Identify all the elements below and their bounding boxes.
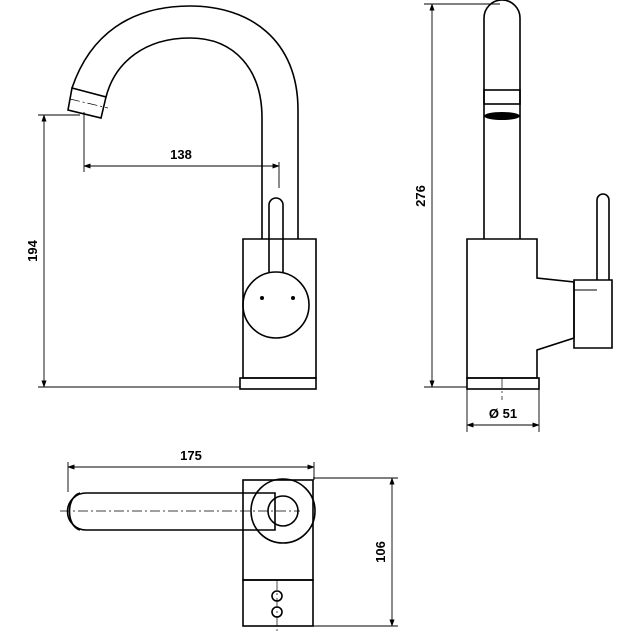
top-base	[242, 579, 314, 627]
front-spout-outer	[71, 5, 299, 239]
dim-51-label: Ø 51	[489, 406, 517, 421]
side-lever-block	[573, 279, 613, 349]
front-lever-dot-left	[260, 296, 264, 300]
front-body	[242, 238, 317, 379]
top-spout	[66, 492, 276, 531]
front-spout-inner	[105, 37, 263, 239]
front-view: 138 194	[25, 5, 317, 390]
dim-138-label: 138	[170, 147, 192, 162]
front-lever-disc	[242, 271, 310, 339]
dim-106-label: 106	[373, 541, 388, 563]
front-lever-rod	[268, 197, 284, 273]
dim-276-label: 276	[413, 185, 428, 207]
top-view: 175 106	[60, 448, 398, 634]
top-spout-nozzle	[68, 492, 81, 531]
front-lever-dot-right	[291, 296, 295, 300]
front-base-ring	[239, 377, 317, 390]
dim-175-label: 175	[180, 448, 202, 463]
side-lever-rod	[596, 193, 610, 280]
dim-194-label: 194	[25, 239, 40, 261]
side-body	[466, 238, 575, 379]
side-base-ring	[466, 377, 540, 390]
front-nozzle-center	[69, 98, 109, 109]
top-lever-disc-inner	[267, 495, 299, 527]
side-view: 276 Ø 51	[413, 0, 613, 432]
side-spout-column	[483, 0, 521, 239]
side-aerator-band	[483, 89, 521, 105]
top-lever-disc	[250, 478, 316, 544]
side-aerator-slot	[484, 112, 520, 120]
front-spout-nozzle	[67, 87, 107, 119]
